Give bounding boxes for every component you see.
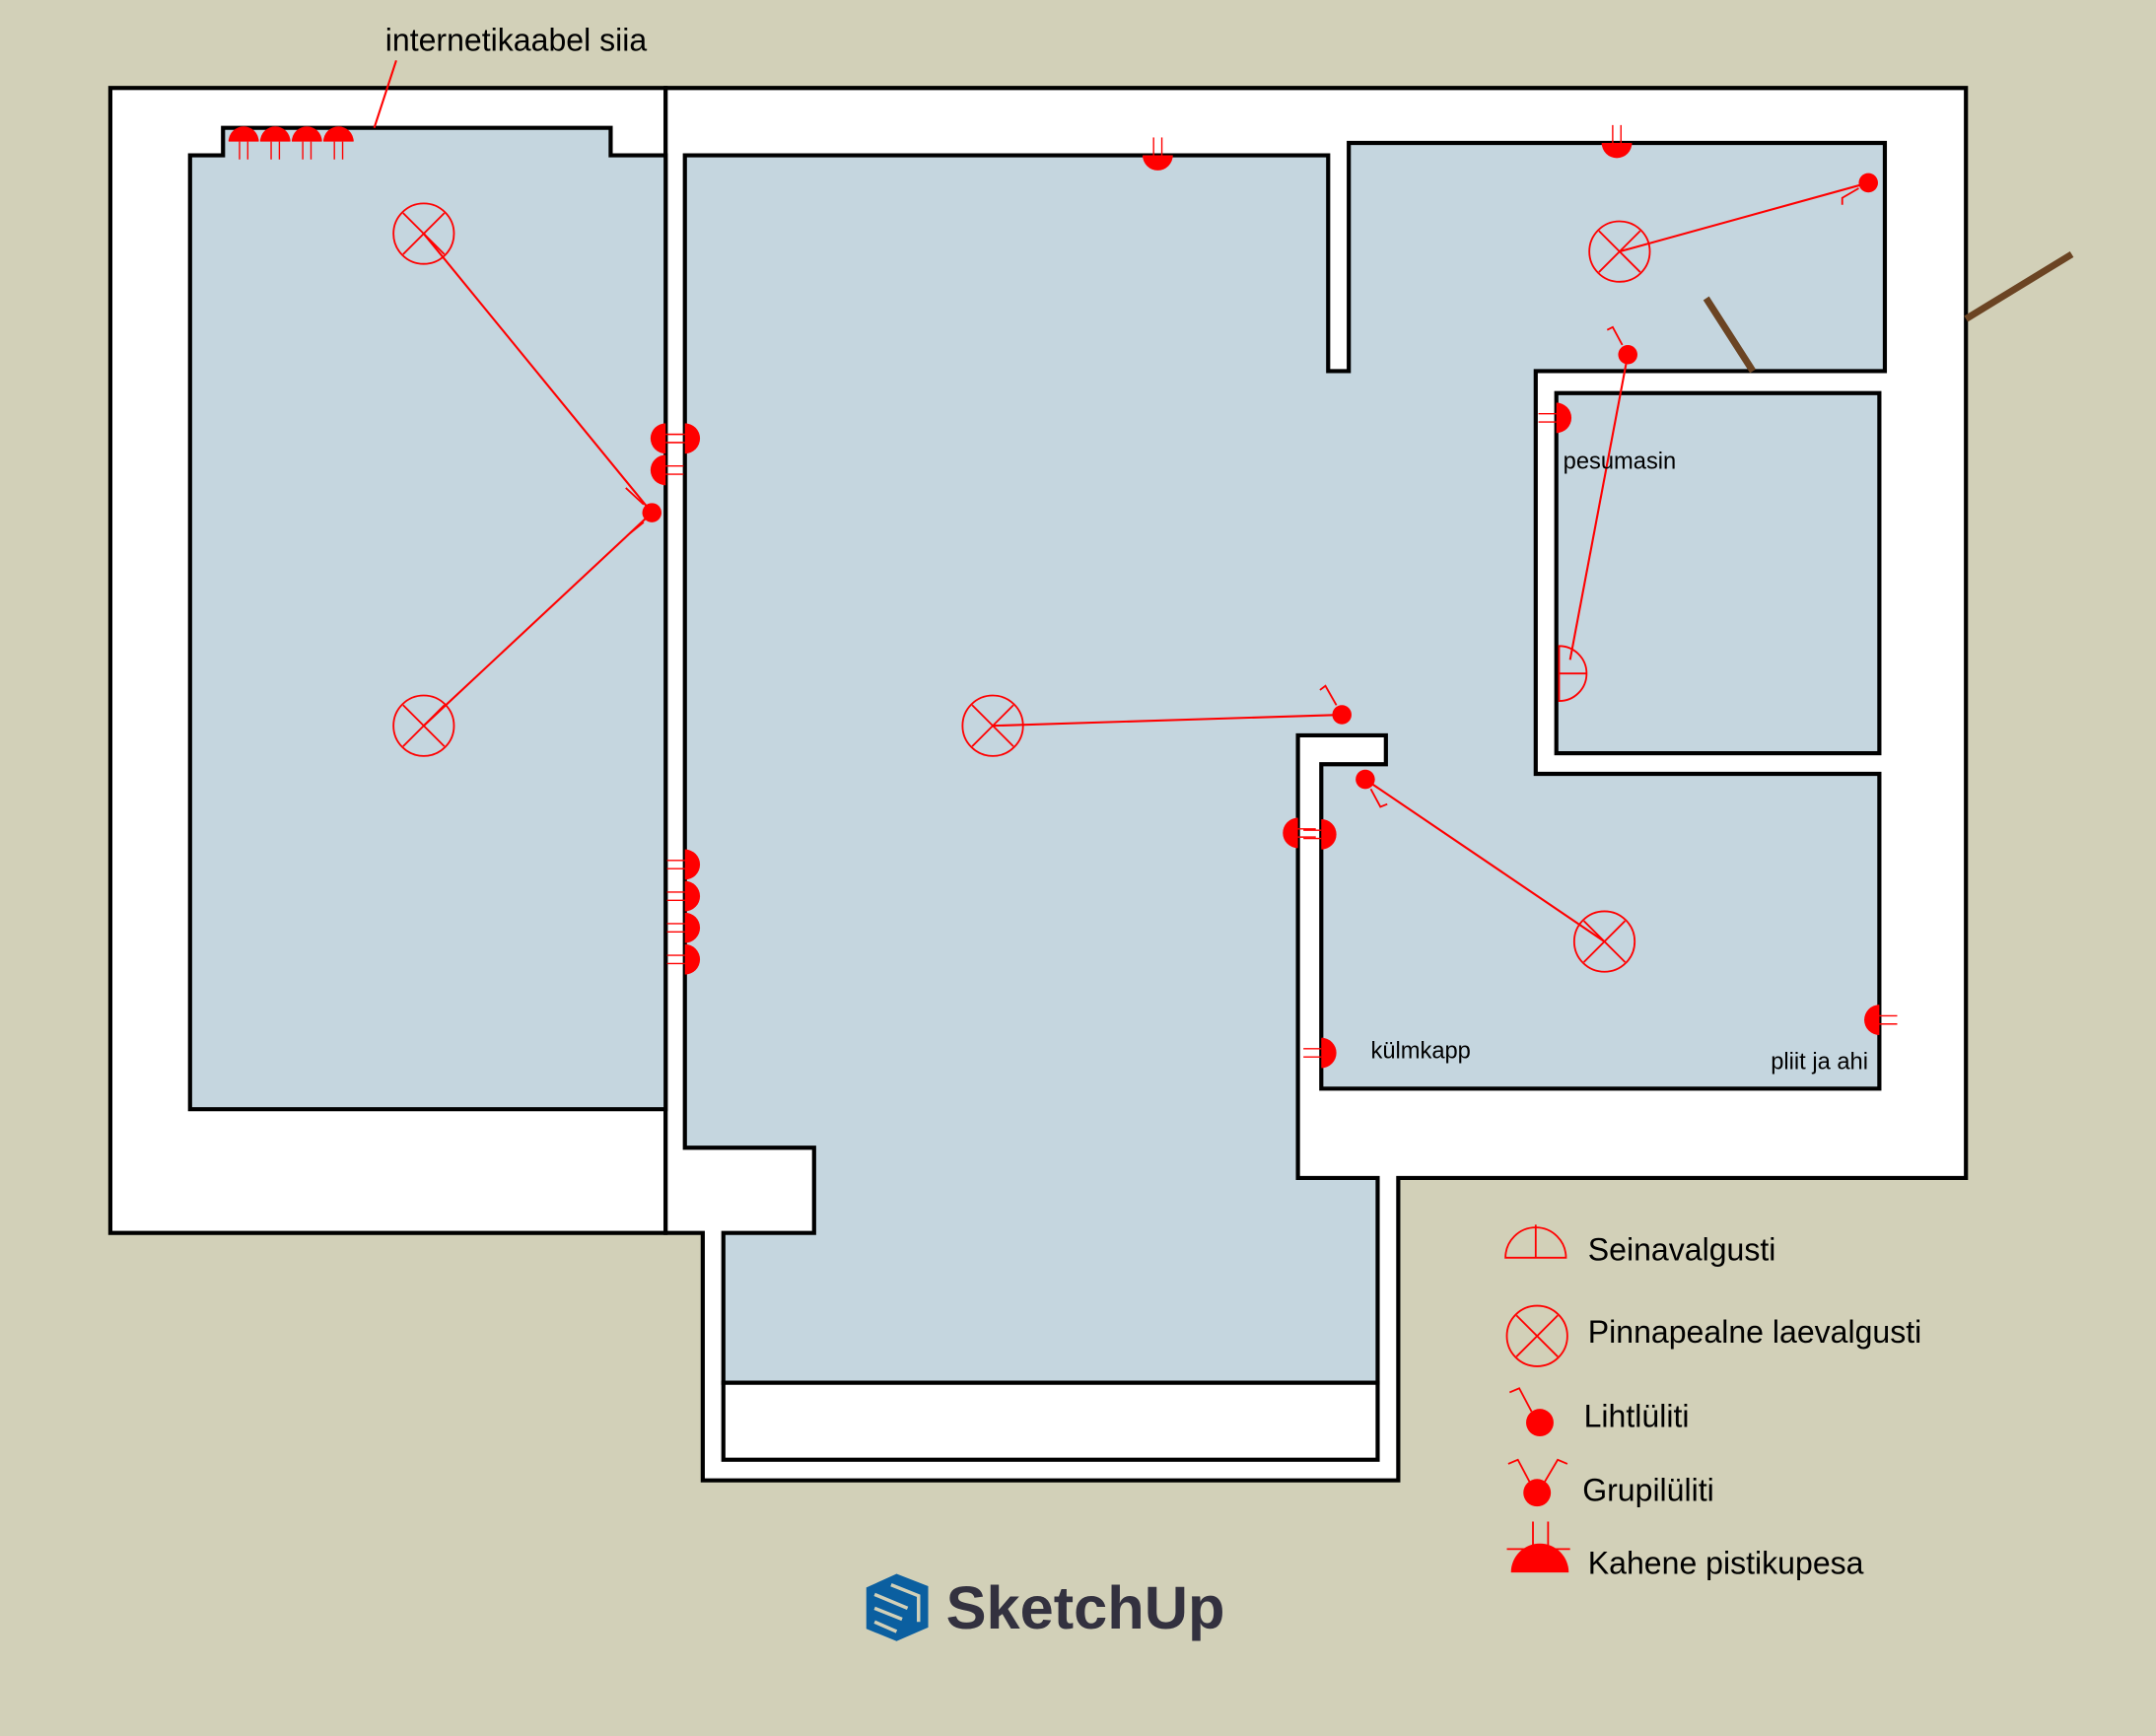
legend: Seinavalgusti Pinnapealne laevalgusti Li… [1504, 1224, 1922, 1580]
legend-label: Pinnapealne laevalgusti [1588, 1314, 1922, 1350]
sketchup-logo: SketchUp [866, 1573, 1225, 1641]
single-switch-icon [1618, 344, 1637, 365]
stove-label: pliit ja ahi [1771, 1050, 1868, 1076]
fridge-label: külmkapp [1370, 1039, 1470, 1065]
room-living [682, 140, 1888, 1385]
legend-label: Grupilüliti [1582, 1473, 1714, 1508]
wall-light-icon [1558, 645, 1588, 703]
internet-cable-label: internetikaabel siia [385, 23, 648, 58]
double-socket-icon [1506, 1521, 1570, 1573]
wiring [373, 60, 1869, 942]
legend-label: Lihtlüliti [1584, 1398, 1690, 1433]
sketchup-logo-text: SketchUp [946, 1573, 1225, 1641]
wall-light-icon [1504, 1224, 1567, 1259]
balcony [721, 1380, 1380, 1462]
group-switch-icon [642, 503, 662, 522]
door-entrance [1964, 250, 2074, 322]
door-bathroom [1703, 296, 1757, 374]
single-switch-icon [1332, 705, 1352, 725]
washing-machine-label: pesumasin [1564, 449, 1677, 474]
group-switch-icon [1507, 1458, 1568, 1507]
single-switch-icon [1858, 173, 1878, 193]
single-switch-icon [1508, 1387, 1554, 1437]
room-bathroom [1554, 390, 1882, 756]
ceiling-light-icon [1505, 1304, 1568, 1367]
room-bedroom [187, 125, 668, 1112]
legend-label: Kahene pistikupesa [1588, 1545, 1864, 1580]
switch-icons [625, 173, 1878, 808]
single-switch-icon [1356, 769, 1375, 790]
legend-label: Seinavalgusti [1588, 1232, 1776, 1268]
